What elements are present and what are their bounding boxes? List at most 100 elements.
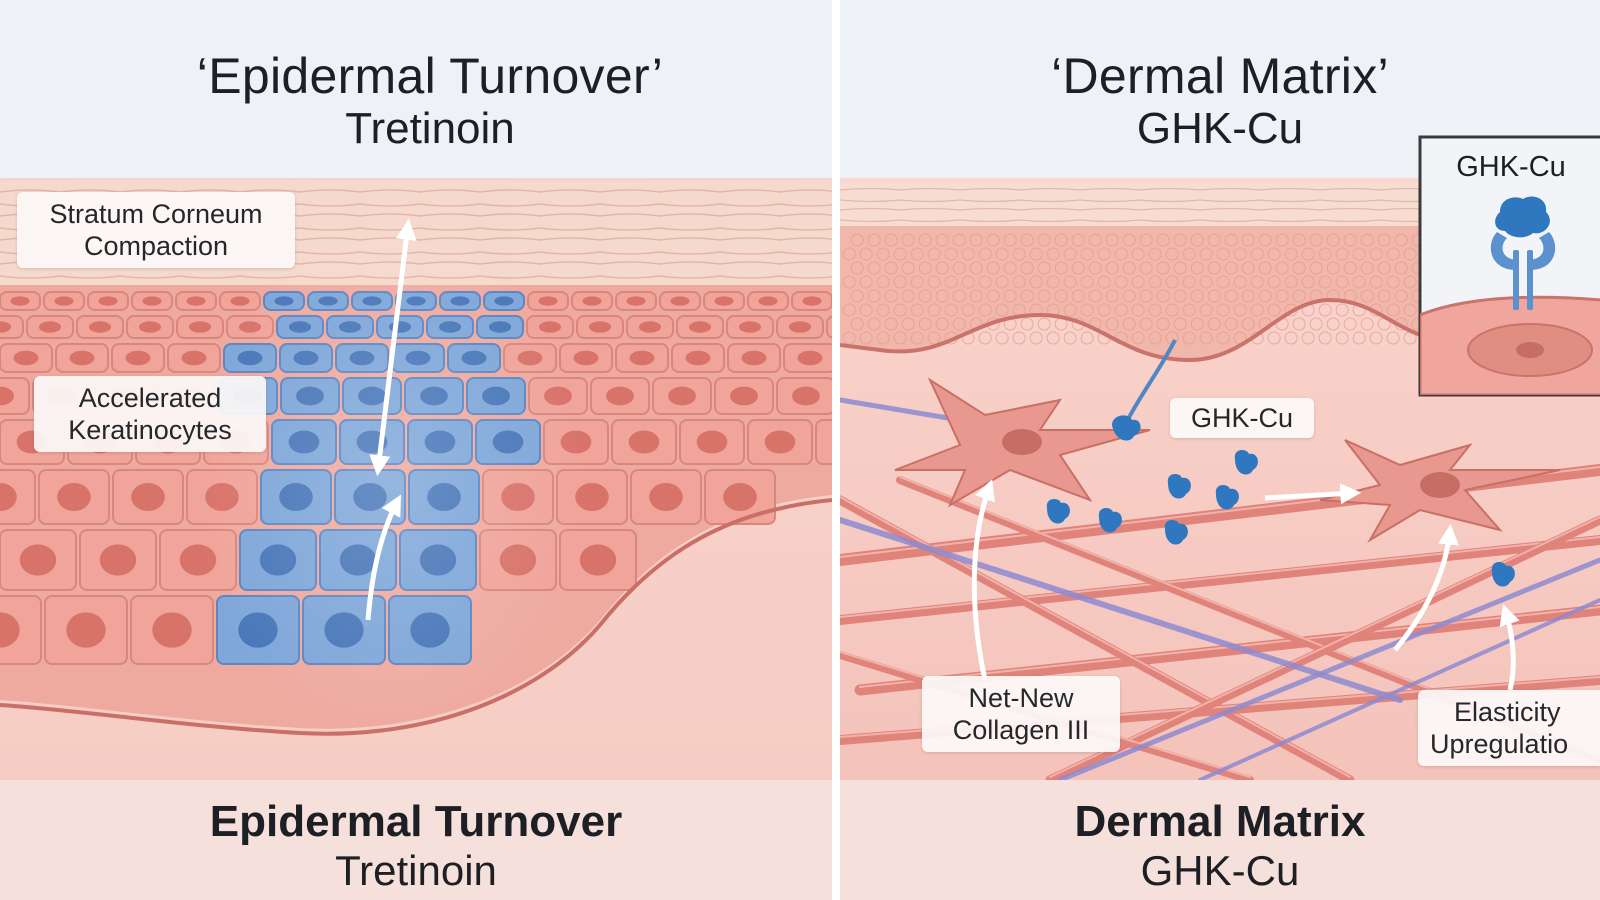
cell-nucleus bbox=[723, 482, 757, 512]
cell-nucleus bbox=[88, 321, 112, 333]
tissue-texture-cell bbox=[1309, 233, 1323, 247]
tissue-texture-cell bbox=[1156, 233, 1170, 247]
ghk-cu-peptide bbox=[1234, 449, 1258, 475]
tissue-texture-cell bbox=[952, 317, 966, 331]
cell-nucleus bbox=[69, 350, 95, 366]
tissue-texture-cell bbox=[1326, 261, 1340, 275]
tissue-texture-cell bbox=[1122, 233, 1136, 247]
cell-nucleus bbox=[579, 544, 617, 576]
tissue-texture-cell bbox=[1037, 289, 1051, 303]
left-bottom-subtitle: Tretinoin bbox=[335, 847, 497, 894]
tissue-texture-cell bbox=[1386, 303, 1400, 317]
cell-nucleus bbox=[0, 386, 14, 406]
right-top-subtitle: GHK-Cu bbox=[1136, 104, 1304, 153]
tissue-texture-cell bbox=[876, 275, 890, 289]
label-accelerated-keratinocytes: Accelerated Keratinocytes bbox=[34, 376, 266, 452]
cell-nucleus bbox=[649, 482, 683, 512]
tissue-texture-cell bbox=[1369, 247, 1383, 261]
tissue-texture-cell bbox=[1003, 233, 1017, 247]
left-bottom-title: Epidermal Turnover bbox=[209, 797, 623, 846]
tissue-texture-cell bbox=[850, 317, 864, 331]
label-ghk-cu: GHK-Cu bbox=[1170, 398, 1314, 438]
tissue-texture-cell bbox=[859, 303, 873, 317]
tissue-texture-cell bbox=[935, 289, 949, 303]
elastin-fiber bbox=[1198, 598, 1600, 780]
tissue-texture-cell bbox=[1165, 275, 1179, 289]
tissue-texture-cell bbox=[1122, 261, 1136, 275]
tissue-texture-cell bbox=[867, 317, 881, 331]
tissue-texture-cell bbox=[1377, 289, 1391, 303]
tissue-texture-cell bbox=[1131, 303, 1145, 317]
cell-nucleus bbox=[19, 544, 57, 576]
tissue-texture-cell bbox=[1097, 247, 1111, 261]
tissue-texture-cell bbox=[1122, 317, 1136, 331]
tissue-texture-cell bbox=[893, 331, 907, 345]
tissue-texture-cell bbox=[1020, 261, 1034, 275]
tissue-texture-cell bbox=[1199, 247, 1213, 261]
tissue-texture-cell bbox=[1148, 303, 1162, 317]
tissue-texture-cell bbox=[1335, 331, 1349, 345]
tissue-texture-cell bbox=[1182, 247, 1196, 261]
tissue-texture-cell bbox=[944, 247, 958, 261]
cell-nucleus bbox=[788, 321, 812, 333]
tissue-texture-cell bbox=[1309, 261, 1323, 275]
tissue-texture-cell bbox=[1071, 289, 1085, 303]
fibroblast-right bbox=[1319, 439, 1561, 543]
left-top-title: ‘Epidermal Turnover’ bbox=[196, 48, 664, 104]
tissue-texture-cell bbox=[1131, 331, 1145, 345]
tissue-texture-cell bbox=[1165, 247, 1179, 261]
tissue-texture-cell bbox=[1071, 261, 1085, 275]
tissue-texture-cell bbox=[893, 247, 907, 261]
cell-nucleus bbox=[66, 612, 106, 648]
tissue-texture-cell bbox=[1148, 331, 1162, 345]
tissue-texture-cell bbox=[1173, 289, 1187, 303]
tissue-texture-cell bbox=[927, 331, 941, 345]
tissue-texture-cell bbox=[1241, 289, 1255, 303]
tissue-texture-cell bbox=[1275, 261, 1289, 275]
tissue-texture-cell bbox=[1080, 303, 1094, 317]
tissue-texture-cell bbox=[1275, 289, 1289, 303]
tissue-texture-cell bbox=[1267, 247, 1281, 261]
tissue-texture-cell bbox=[1088, 233, 1102, 247]
tissue-texture-cell bbox=[969, 233, 983, 247]
cell-nucleus bbox=[696, 430, 728, 454]
tissue-texture-cell bbox=[850, 289, 864, 303]
tissue-texture-cell bbox=[1394, 261, 1408, 275]
epidermis-section bbox=[0, 178, 832, 780]
tissue-texture-cell bbox=[1020, 233, 1034, 247]
tissue-texture-cell bbox=[1292, 289, 1306, 303]
tissue-texture-cell bbox=[1224, 317, 1238, 331]
tissue-texture-cell bbox=[1224, 261, 1238, 275]
tissue-texture-cell bbox=[1352, 247, 1366, 261]
tissue-texture-cell bbox=[1360, 317, 1374, 331]
tissue-texture-cell bbox=[1182, 275, 1196, 289]
tissue-texture-cell bbox=[1046, 275, 1060, 289]
label-elasticity-upregulation: Elasticity Upregulatio bbox=[1418, 690, 1600, 766]
cell-nucleus bbox=[588, 321, 612, 333]
tissue-texture-cell bbox=[867, 261, 881, 275]
tissue-texture-cell bbox=[901, 261, 915, 275]
inset-label: GHK-Cu bbox=[1456, 151, 1566, 183]
tissue-texture-cell bbox=[884, 317, 898, 331]
tissue-texture-cell bbox=[1292, 261, 1306, 275]
tissue-texture-cell bbox=[1105, 261, 1119, 275]
tissue-texture-cell bbox=[1326, 233, 1340, 247]
ghk-cu-peptide bbox=[1046, 498, 1070, 524]
tissue-texture-cell bbox=[986, 289, 1000, 303]
label-stratum-corneum: Stratum Corneum Compaction bbox=[17, 192, 295, 268]
tissue-texture-cell bbox=[1114, 247, 1128, 261]
tissue-texture-cell bbox=[1335, 303, 1349, 317]
tissue-texture-cell bbox=[876, 331, 890, 345]
tissue-texture-cell bbox=[1020, 289, 1034, 303]
cell-nucleus bbox=[626, 296, 646, 306]
tissue-texture-cell bbox=[1318, 331, 1332, 345]
tissue-texture-cell bbox=[1369, 275, 1383, 289]
tissue-texture-cell bbox=[1173, 317, 1187, 331]
left-top-subtitle: Tretinoin bbox=[345, 104, 515, 153]
tissue-texture-cell bbox=[842, 247, 856, 261]
label-collagen-line1: Net-New bbox=[968, 683, 1074, 713]
tissue-texture-cell bbox=[1046, 247, 1060, 261]
tissue-texture-cell bbox=[1003, 261, 1017, 275]
tissue-texture-cell bbox=[1377, 261, 1391, 275]
